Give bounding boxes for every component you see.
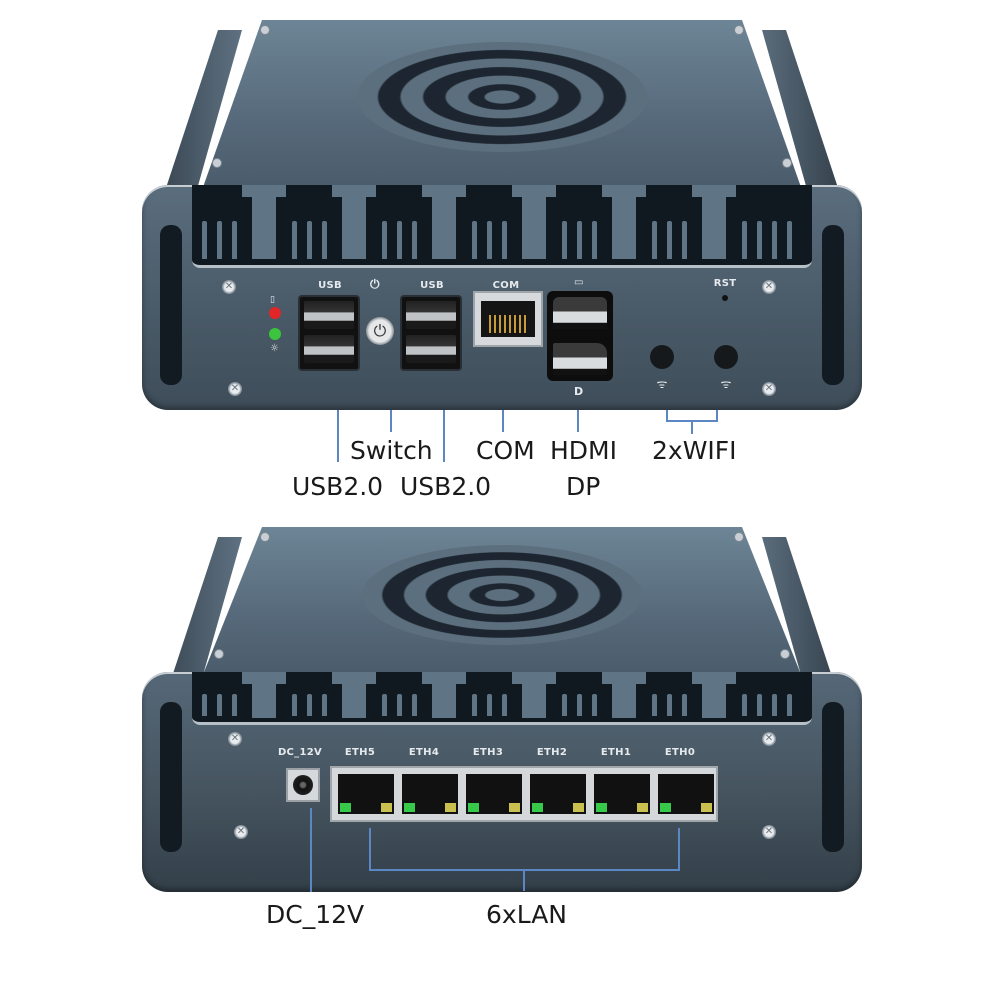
callout-dp: DP <box>566 472 601 501</box>
callout-switch: Switch <box>350 436 433 465</box>
power-icon: ⏻ <box>370 277 380 291</box>
eth3-label: ETH3 <box>472 747 504 758</box>
wifi-antenna-1[interactable] <box>650 345 674 369</box>
rst-label: RST <box>713 278 737 289</box>
eth4-label: ETH4 <box>408 747 440 758</box>
screw-icon <box>762 732 776 746</box>
fan-grille-icon <box>362 545 642 645</box>
wifi-icon: ᯤ <box>656 377 668 391</box>
hdmi-dp-port[interactable] <box>547 291 613 381</box>
screw-icon <box>222 280 236 294</box>
com-label: COM <box>492 280 520 291</box>
front-panel: ▯ ☼ USB ⏻ ⏻ USB COM ▭ D ᯤ ᯤ <box>142 185 862 410</box>
eth5-port[interactable] <box>338 774 394 814</box>
callout-line-wifi-right <box>716 410 718 422</box>
callout-dc: DC_12V <box>266 900 365 929</box>
reset-button[interactable] <box>722 295 728 301</box>
eth3-port[interactable] <box>466 774 522 814</box>
callout-usb-left: USB2.0 <box>292 472 384 501</box>
usb-left-label: USB <box>318 280 342 291</box>
eth1-port[interactable] <box>594 774 650 814</box>
wifi-icon: ᯤ <box>720 377 732 391</box>
eth1-label: ETH1 <box>600 747 632 758</box>
lan-port-block <box>330 766 718 822</box>
rear-panel: DC_12V ETH5 ETH4 ETH3 ETH2 ETH1 ETH0 <box>142 672 862 892</box>
dc-label: DC_12V <box>277 747 323 758</box>
hdmi-icon: ▭ <box>574 277 584 288</box>
screw-icon <box>780 649 790 659</box>
displayport-port[interactable] <box>553 343 607 375</box>
callout-lan: 6xLAN <box>486 900 568 929</box>
side-vent-right <box>822 225 844 385</box>
screw-icon <box>214 649 224 659</box>
com-port[interactable] <box>473 291 543 347</box>
eth0-label: ETH0 <box>664 747 696 758</box>
screw-icon <box>260 25 270 35</box>
heatsink-vent <box>192 185 812 268</box>
usb-right-label: USB <box>420 280 444 291</box>
power-led <box>269 328 281 340</box>
wifi-antenna-2[interactable] <box>714 345 738 369</box>
hdmi-port[interactable] <box>553 297 607 329</box>
screw-icon <box>734 532 744 542</box>
callout-line-com <box>502 410 504 432</box>
disk-icon: ▯ <box>270 295 276 305</box>
light-icon: ☼ <box>270 343 280 354</box>
callout-usb-right: USB2.0 <box>400 472 492 501</box>
screw-icon <box>212 158 222 168</box>
usb-port-left[interactable] <box>298 295 360 371</box>
callout-com: COM <box>476 436 535 465</box>
eth0-port[interactable] <box>658 774 714 814</box>
callout-line-wifi-stem <box>691 420 693 434</box>
device-front-view: ▯ ☼ USB ⏻ ⏻ USB COM ▭ D ᯤ ᯤ <box>142 20 862 410</box>
displayport-icon: D <box>574 385 584 398</box>
callout-line-lan-right <box>678 828 680 870</box>
screw-icon <box>734 25 744 35</box>
side-vent-left <box>160 702 182 852</box>
callout-line-hdmi <box>577 410 579 432</box>
eth5-label: ETH5 <box>344 747 376 758</box>
fan-grille-icon <box>357 42 647 152</box>
callout-line-usb-right <box>443 410 445 462</box>
device-rear-view: DC_12V ETH5 ETH4 ETH3 ETH2 ETH1 ETH0 <box>142 527 862 917</box>
screw-icon <box>234 825 248 839</box>
top-cover <box>202 527 802 677</box>
screw-icon <box>762 825 776 839</box>
callout-line-switch <box>390 410 392 432</box>
callout-line-lan-left <box>369 828 371 870</box>
screw-icon <box>782 158 792 168</box>
hdd-led <box>269 307 281 319</box>
eth2-label: ETH2 <box>536 747 568 758</box>
callout-line-usb-left <box>337 410 339 462</box>
eth2-port[interactable] <box>530 774 586 814</box>
dc-power-jack[interactable] <box>286 768 320 802</box>
heatsink-vent <box>192 672 812 725</box>
callout-line-lan-stem <box>523 869 525 891</box>
callout-wifi: 2xWIFI <box>652 436 737 465</box>
callout-line-dc <box>310 808 312 892</box>
side-vent-left <box>160 225 182 385</box>
top-cover <box>202 20 802 190</box>
screw-icon <box>228 732 242 746</box>
screw-icon <box>228 382 242 396</box>
screw-icon <box>260 532 270 542</box>
screw-icon <box>762 382 776 396</box>
callout-line-wifi-left <box>666 410 668 422</box>
screw-icon <box>762 280 776 294</box>
callout-hdmi: HDMI <box>550 436 617 465</box>
usb-port-right[interactable] <box>400 295 462 371</box>
power-button[interactable]: ⏻ <box>366 317 394 345</box>
eth4-port[interactable] <box>402 774 458 814</box>
side-vent-right <box>822 702 844 852</box>
